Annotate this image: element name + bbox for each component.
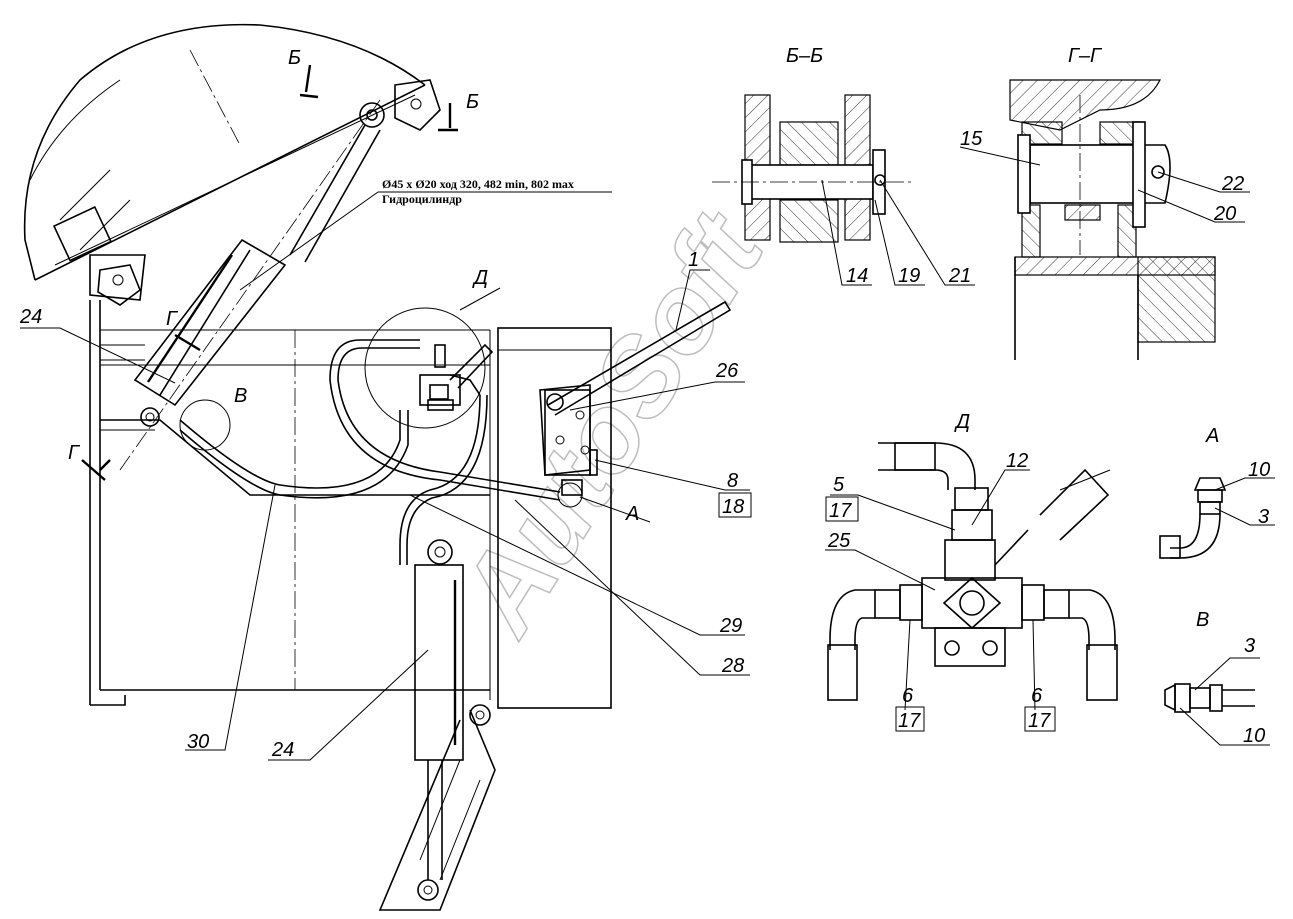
marker-g-top: Г — [166, 308, 179, 330]
callout-21: 21 — [948, 265, 971, 287]
d-callout-5: 5 — [833, 474, 845, 496]
marker-v: В — [234, 385, 247, 407]
callout-20: 20 — [1213, 203, 1236, 225]
view-v-title: В — [1196, 609, 1209, 631]
v-callout-10: 10 — [1243, 725, 1265, 747]
callout-19: 19 — [898, 265, 920, 287]
cylinder-annotation: Ø45 x Ø20 ход 320, 482 min, 802 max Гидр… — [239, 177, 612, 291]
callout-18: 18 — [722, 496, 744, 518]
cylinder-spec: Ø45 x Ø20 ход 320, 482 min, 802 max — [382, 177, 574, 191]
callout-14: 14 — [846, 265, 868, 287]
section-gg: Г–Г 15 22 20 — [959, 45, 1250, 360]
view-a: А 10 3 — [1159, 425, 1275, 559]
callout-29: 29 — [719, 615, 742, 637]
upper-hydraulic-cylinder — [119, 99, 381, 471]
marker-b-right: Б — [466, 91, 479, 113]
raised-body — [23, 23, 441, 306]
marker-d: Д — [472, 267, 488, 289]
v-callout-3: 3 — [1244, 635, 1255, 657]
callout-22: 22 — [1221, 173, 1244, 195]
d-callout-6-right: 6 — [1031, 685, 1043, 707]
callout-1: 1 — [688, 249, 699, 271]
view-a-title: А — [1205, 425, 1219, 447]
marker-g-bottom: Г — [68, 442, 81, 464]
callout-24-top: 24 — [19, 306, 42, 328]
d-callout-17-left: 17 — [898, 710, 921, 732]
callout-30: 30 — [187, 731, 209, 753]
callout-8: 8 — [727, 470, 738, 492]
d-callout-6-left: 6 — [902, 685, 914, 707]
marker-b-left: Б — [288, 47, 301, 69]
a-callout-10: 10 — [1248, 459, 1270, 481]
hand-pump — [539, 300, 732, 508]
section-markers: Б Б Г Г В Д А — [68, 47, 651, 525]
callout-24-bottom: 24 — [271, 739, 294, 761]
a-callout-3: 3 — [1258, 506, 1269, 528]
d-callout-17-right: 17 — [1028, 710, 1051, 732]
marker-a: А — [625, 503, 639, 525]
callout-26: 26 — [715, 360, 739, 382]
view-v: В 3 10 — [1164, 609, 1270, 747]
view-d-title: Д — [954, 411, 970, 433]
d-callout-12: 12 — [1006, 450, 1028, 472]
distributor-valve — [364, 307, 494, 429]
section-bb: Б–Б 14 19 21 — [712, 45, 975, 287]
hoses — [179, 339, 561, 565]
cylinder-name: Гидроцилиндр — [382, 192, 462, 206]
section-gg-title: Г–Г — [1068, 45, 1103, 67]
callout-15: 15 — [960, 128, 983, 150]
callout-28: 28 — [721, 655, 744, 677]
section-bb-title: Б–Б — [786, 45, 823, 67]
main-callouts: 1 24 26 8 18 29 28 30 24 — [19, 249, 752, 761]
view-d: Д 12 5 17 25 6 17 — [825, 411, 1118, 732]
d-callout-17-top: 17 — [829, 500, 852, 522]
d-callout-25: 25 — [827, 530, 851, 552]
main-view: Ø45 x Ø20 ход 320, 482 min, 802 max Гидр… — [19, 23, 752, 911]
frame — [89, 300, 612, 709]
